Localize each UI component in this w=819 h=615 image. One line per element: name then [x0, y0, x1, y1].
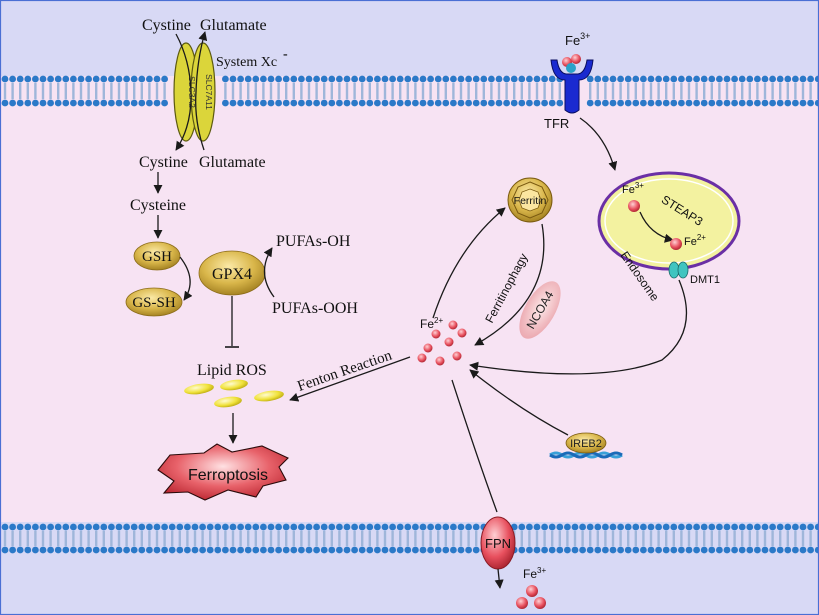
- dmt1-transporter: [668, 261, 689, 279]
- pufas-ooh-label: PUFAs-OOH: [272, 300, 358, 317]
- glutamate-out-label: Glutamate: [200, 17, 267, 34]
- svg-text:-: -: [283, 47, 288, 62]
- fe2-pool-label: Fe2+: [420, 316, 443, 331]
- plasma-membrane-bottom: [1, 523, 819, 554]
- svg-text:GSH: GSH: [142, 249, 172, 265]
- gs-sh-node: GS-SH: [125, 287, 183, 317]
- tfr-to-endosome-arrow: [579, 117, 618, 171]
- lipid-droplet: [214, 396, 242, 408]
- steap3-reduction-arrow: [639, 211, 674, 243]
- svg-text:Ferroptosis: Ferroptosis: [188, 467, 268, 484]
- gpx4-node: GPX4: [198, 250, 266, 296]
- glutamate-in-label: Glutamate: [199, 154, 266, 171]
- exported-fe3-cluster: [516, 585, 546, 609]
- plasma-membrane-top: [1, 75, 819, 107]
- svg-text:GPX4: GPX4: [212, 266, 252, 283]
- lipid-droplet: [254, 390, 284, 402]
- gsh-to-gssh-arrow: [179, 256, 193, 301]
- svg-text:System Xc: System Xc: [216, 55, 277, 70]
- glutamate-export-arrow: [195, 31, 208, 151]
- svg-text:Ferritin: Ferritin: [514, 195, 547, 207]
- fe3-export-label: Fe3+: [523, 566, 546, 581]
- ferroptosis-burst: Ferroptosis: [157, 443, 289, 501]
- ireb2-node: IREB2: [549, 432, 623, 459]
- pufas-ooh-to-oh-arrow: [263, 247, 275, 298]
- fe2-ion: [417, 353, 427, 363]
- fe2-ion: [435, 356, 445, 366]
- lipid-droplet: [220, 379, 248, 391]
- svg-text:GS-SH: GS-SH: [132, 295, 176, 311]
- fe3-extracellular-label: Fe3+: [565, 31, 590, 48]
- tfr-label: TFR: [544, 116, 569, 131]
- dmt1-to-fe2-pool-arrow: [469, 279, 688, 375]
- fe2-ion: [452, 351, 462, 361]
- fe3-endosome-label: Fe3+: [622, 181, 644, 196]
- fe2-ion: [444, 337, 454, 347]
- cysteine-label: Cysteine: [130, 197, 186, 214]
- labile-iron-pool: [417, 320, 467, 366]
- lipid-ros-label: Lipid ROS: [197, 362, 267, 379]
- gsh-node: GSH: [133, 241, 181, 271]
- slc7a11-label: SLC7A11: [204, 74, 214, 110]
- slc3a2-label: SLC3A2: [187, 76, 197, 108]
- dmt1-label: DMT1: [690, 274, 720, 286]
- ferritinophagy-arrow: [474, 223, 545, 346]
- pufas-oh-label: PUFAs-OH: [276, 233, 351, 250]
- fe2-endosome-ion: [670, 238, 682, 250]
- tfr-receptor: [550, 59, 594, 114]
- cystine-import-arrow: [175, 33, 192, 151]
- svg-text:FPN: FPN: [485, 536, 511, 551]
- fe2-to-ferritin-arrow: [432, 207, 506, 319]
- cystine-in-label: Cystine: [139, 154, 188, 171]
- gpx4-inhibits-lipid-ros: [225, 296, 239, 348]
- fe2-ion: [431, 329, 441, 339]
- system-xc-transporter: Cystine Glutamate System Xc - SLC3A2 SLC…: [139, 17, 288, 171]
- fenton-reaction-arrow: [289, 356, 411, 402]
- fpn-export-arrow: [494, 568, 504, 589]
- fe2-ion: [457, 328, 467, 338]
- fe2-ion: [448, 320, 458, 330]
- ferritin-node: Ferritin: [507, 177, 553, 223]
- fe2-to-fpn-arrow: [451, 379, 498, 513]
- ireb2-to-fe2-arrow: [469, 369, 569, 436]
- lipid-droplets: [184, 379, 284, 408]
- fe3-endosome-ion: [628, 200, 640, 212]
- transferrin-iron-cluster: [562, 54, 581, 73]
- fpn-transporter: FPN: [480, 516, 516, 570]
- cytoplasm: [0, 76, 819, 522]
- cystine-out-label: Cystine: [142, 17, 191, 34]
- fe2-endosome-label: Fe2+: [684, 233, 706, 248]
- fe2-ion: [423, 343, 433, 353]
- extracellular-space-top: [0, 0, 819, 76]
- svg-text:IREB2: IREB2: [570, 438, 602, 450]
- system-xc-label: System Xc -: [216, 47, 288, 70]
- lipid-droplet: [184, 383, 214, 395]
